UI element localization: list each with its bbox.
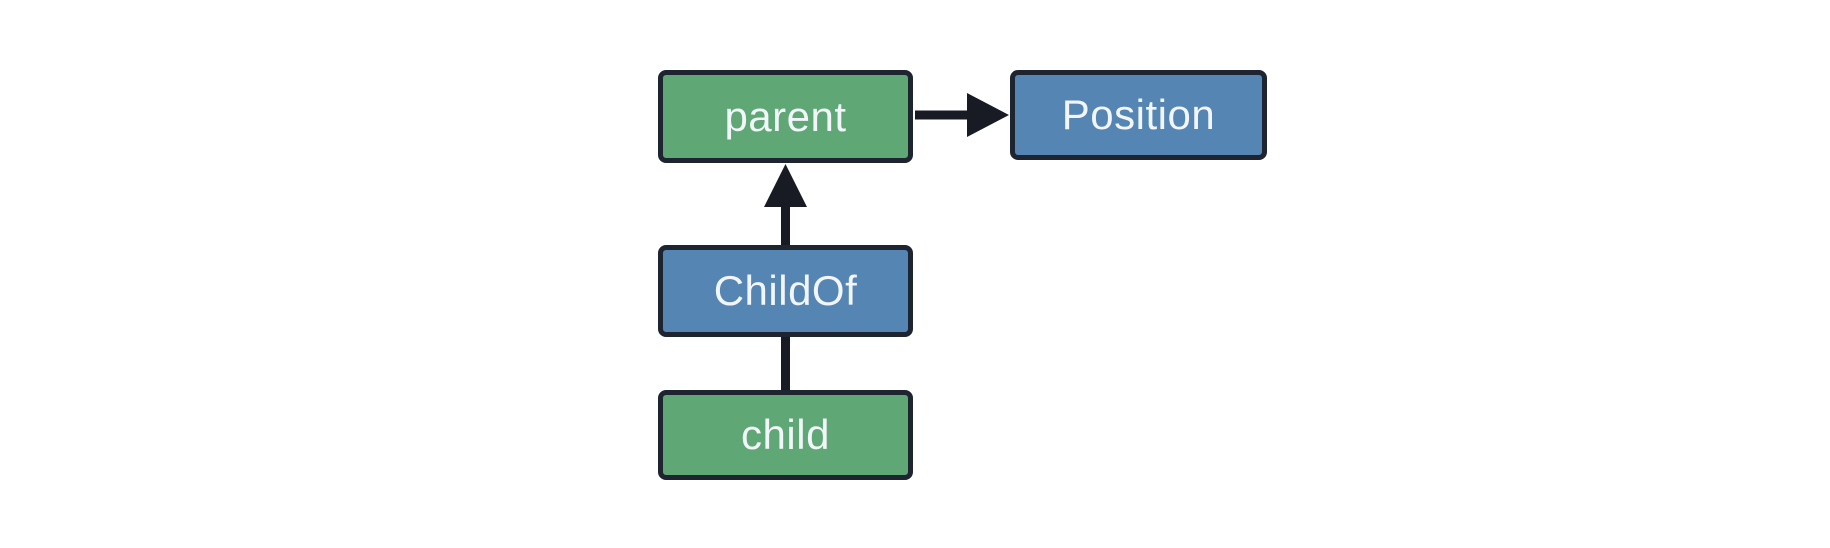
edge-childof-to-parent bbox=[764, 164, 807, 246]
node-position: Position bbox=[1010, 70, 1267, 160]
node-parent: parent bbox=[658, 70, 913, 163]
node-childof: ChildOf bbox=[658, 245, 913, 337]
arrowhead-right-icon bbox=[967, 93, 1009, 137]
node-position-label: Position bbox=[1061, 91, 1216, 138]
node-child: child bbox=[658, 390, 913, 480]
node-childof-label: ChildOf bbox=[713, 267, 858, 314]
node-parent-label: parent bbox=[724, 92, 847, 140]
node-child-label: child bbox=[741, 411, 830, 458]
arrowhead-up-icon bbox=[764, 164, 807, 207]
edge-parent-to-position bbox=[915, 93, 1009, 137]
